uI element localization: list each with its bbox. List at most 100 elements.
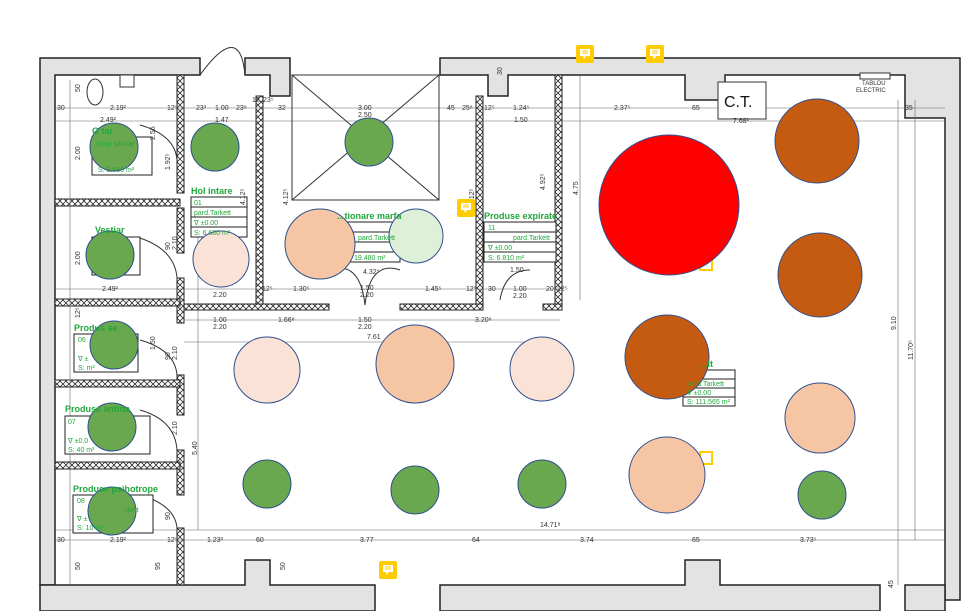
room-level: ∇ ±0.00 [487,244,512,252]
dim-text: 1.00 [513,286,527,293]
dim-text: 4.12⁵ [469,188,476,205]
heat-circle-green [89,320,139,370]
comment-icon[interactable] [457,199,475,217]
heat-circle-green [390,465,440,515]
room-number: 08 [77,498,85,505]
room-texts: G tar Grup sanitar S: 2.680 m² Hol intar… [65,126,731,532]
dim-text: 2.37⁵ [614,105,631,112]
room-name-full: Grup sanitar [96,141,135,148]
room-name: Produs se [74,323,118,333]
dim-text: 2.19² [110,105,127,112]
dim-text: 14.71⁸ [540,522,561,529]
dim-text: 2.20 [360,292,374,299]
dim-text: 23³ [196,105,207,112]
dim-text: 5.40 [192,441,199,455]
dim-text: 2.10 [172,236,179,250]
heat-circle-peach [375,324,455,404]
dim-text: 23⁵ [263,97,274,104]
heat-circle-peach [628,436,706,514]
dim-text: 1.00 [215,105,229,112]
heat-circle-green [85,230,135,280]
heat-circle-green [797,470,847,520]
room-number: 01 [194,200,202,207]
heat-circle-red [598,134,740,276]
heat-circle-light-peach [233,336,301,404]
dim-text: 2.10 [172,346,179,360]
room-name: Produse antina [65,404,131,414]
dim-text: 1.23³ [207,537,224,544]
dim-text: 2.49² [100,117,117,124]
heat-circle-brown [624,314,710,400]
dim-text: 12⁵ [557,286,568,293]
dim-text: 95 [155,562,162,570]
room-name: Produse expirate [484,211,557,221]
dim-text: 20 [546,286,554,293]
room-area: S: 10 m² [77,525,104,532]
dim-text: 30 [57,537,65,544]
room-area: S: m² [78,365,95,372]
dim-text: 1.47 [215,117,229,124]
dim-text: 7.68¹ [733,118,750,125]
room-floor: pard.Tarkett [513,235,550,242]
comment-icon[interactable] [576,45,594,63]
room-level: ∇ ± [77,355,89,363]
heat-circle-light-peach [509,336,575,402]
dim-text: 4.92⁵ [540,173,547,190]
heat-circle-peach [784,382,856,454]
room-area: S: 2.680 m² [98,167,135,174]
dim-text: 1.50 [510,267,524,274]
dim-text: 12⁵ [484,105,495,112]
heat-circle-green [190,122,240,172]
dim-text: 2.49² [102,286,119,293]
comment-icon[interactable] [646,45,664,63]
dim-text: 50 [75,84,82,92]
dim-text: 1.50 [150,336,157,350]
dim-text: 65 [692,105,700,112]
dim-text: 3.20⁸ [475,317,492,324]
room-area: S: 6.680 m² [194,230,231,237]
dim-text: 2.20 [358,324,372,331]
dim-text: 1.30⁵ [293,286,310,293]
room-area: S: 111.565 m² [687,399,731,406]
dim-text: 90 [165,352,172,360]
room-name: Vestiar [95,225,125,235]
ct-label: C.T. [724,94,752,111]
dim-text: 2.20 [513,293,527,300]
room-number: 06 [78,337,86,344]
heat-circle-green [89,122,139,172]
dim-text: 4.32⁵ [363,269,380,276]
dim-text: 90 [165,242,172,250]
dim-text: 50 [75,562,82,570]
heat-circle-green [242,459,292,509]
dim-text: 50 [280,562,287,570]
dim-text: 30 [488,286,496,293]
comment-icon[interactable] [379,561,397,579]
dim-text: 2.00 [75,146,82,160]
dim-text: 3.77 [360,537,374,544]
room-area: 19.480 m² [354,255,386,262]
dimension-texts: 30 2.19² 12⁵ 23³ 1.00 23⁸ 12 23⁵ 32 3.00… [57,67,915,588]
dim-text: 4.12⁵ [240,188,247,205]
dim-text: 12⁵ [167,105,178,112]
heat-circle-green [517,459,567,509]
dim-text: 30 [57,105,65,112]
dim-text: 90 [165,512,172,520]
dim-text: 25⁸ [462,105,473,112]
tablou-label: TABLOU [862,81,886,87]
dim-text: 12⁵ [75,307,82,318]
dim-text: 23⁸ [236,105,247,112]
dim-text: 1.50 [514,117,528,124]
dim-text: 2.00 [75,251,82,265]
room-name: G tar [92,126,114,136]
dim-text: 2.10 [172,421,179,435]
comment-icons [379,45,664,579]
heat-circle-brown [774,98,860,184]
room-floor: pard.Tarkett [687,381,724,388]
heat-circle-green [87,486,137,536]
heat-circle-brown [777,232,863,318]
dim-text: 1.50 [360,285,374,292]
room-name: Hol intare [191,186,233,196]
dim-text: 12 [252,97,260,104]
heat-circle-green [87,402,137,452]
